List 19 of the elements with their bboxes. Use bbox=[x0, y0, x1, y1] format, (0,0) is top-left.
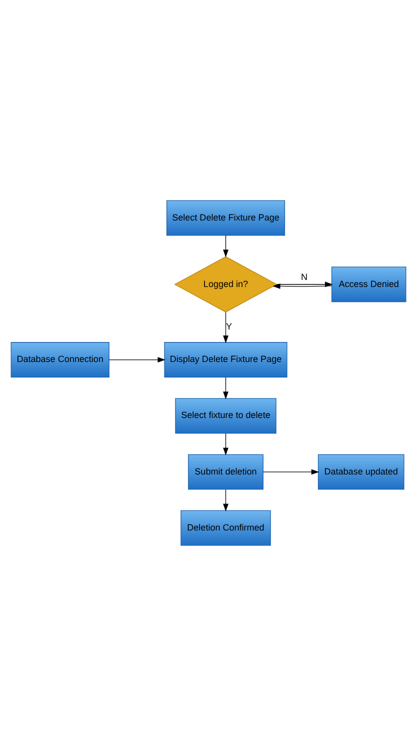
edge-label: Y bbox=[226, 321, 232, 332]
node-box: Select Delete Fixture Page bbox=[166, 200, 286, 236]
arrow bbox=[108, 356, 166, 362]
node-box: Submit deletion bbox=[188, 454, 264, 490]
arrow bbox=[272, 283, 332, 288]
arrow bbox=[223, 234, 228, 257]
node-box: Access Denied bbox=[331, 266, 406, 302]
arrow bbox=[223, 311, 228, 343]
node-box: Display Delete Fixture Page bbox=[164, 342, 288, 378]
arrow bbox=[223, 432, 228, 455]
node-box: Database updated bbox=[318, 454, 404, 490]
node-diamond: Logged in? bbox=[174, 256, 278, 312]
node-box: Deletion Confirmed bbox=[180, 510, 271, 546]
edge-label: N bbox=[300, 271, 308, 282]
node-box: Select fixture to delete bbox=[175, 398, 276, 434]
arrow bbox=[223, 488, 228, 512]
arrow bbox=[223, 376, 228, 399]
node-box: Database Connection bbox=[10, 342, 110, 378]
arrow bbox=[262, 468, 320, 474]
